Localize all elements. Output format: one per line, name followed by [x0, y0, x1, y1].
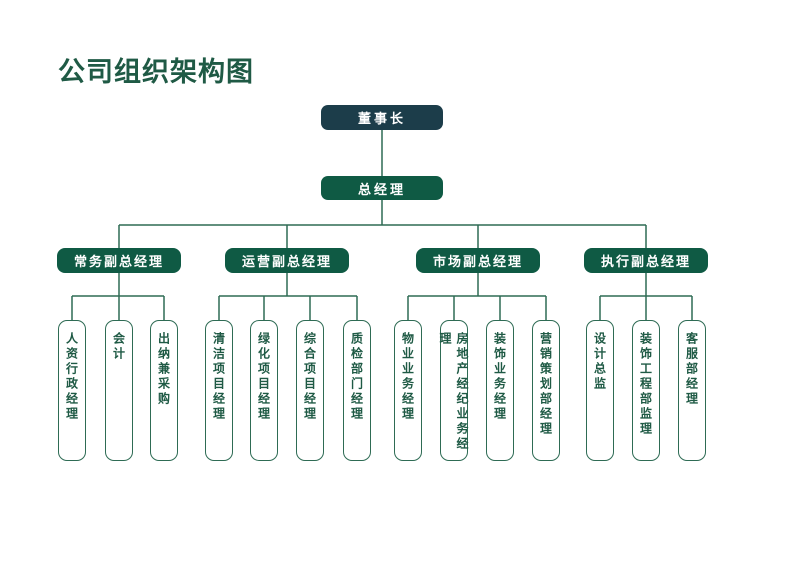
vp-label: 运营副总经理	[241, 255, 332, 270]
dept-label: 装饰工程部监理	[638, 332, 653, 437]
vp-node-executive: 常务副总经理	[57, 248, 181, 273]
dept-box: 装饰工程部监理	[632, 320, 660, 461]
dept-label: 物业业务经理	[400, 332, 415, 422]
dept-box: 质检部门经理	[343, 320, 371, 461]
dept-box: 清洁项目经理	[205, 320, 233, 461]
dept-label: 房地产经纪业务经理	[438, 332, 469, 452]
chairman-label: 董事长	[357, 112, 406, 127]
dept-box: 装饰业务经理	[486, 320, 514, 461]
vp-node-marketing: 市场副总经理	[416, 248, 540, 273]
dept-box: 综合项目经理	[296, 320, 324, 461]
dept-label: 装饰业务经理	[492, 332, 507, 422]
dept-label: 出纳兼采购	[156, 332, 171, 407]
dept-box: 绿化项目经理	[250, 320, 278, 461]
dept-box: 会计	[105, 320, 133, 461]
dept-label: 综合项目经理	[302, 332, 317, 422]
dept-label: 营销策划部经理	[538, 332, 553, 437]
general-manager-node: 总经理	[321, 176, 443, 200]
vp-node-operations: 运营副总经理	[225, 248, 349, 273]
dept-box: 客服部经理	[678, 320, 706, 461]
vp-node-managing: 执行副总经理	[584, 248, 708, 273]
vp-label: 常务副总经理	[73, 255, 164, 270]
dept-box: 物业业务经理	[394, 320, 422, 461]
dept-label: 质检部门经理	[349, 332, 364, 422]
dept-label: 设计总监	[592, 332, 607, 392]
vp-label: 市场副总经理	[432, 255, 523, 270]
general-manager-label: 总经理	[357, 182, 406, 198]
dept-label: 会计	[111, 332, 126, 362]
dept-box: 营销策划部经理	[532, 320, 560, 461]
dept-label: 人资行政经理	[64, 332, 79, 422]
page-title: 公司组织架构图	[58, 57, 254, 88]
dept-box: 设计总监	[586, 320, 614, 461]
chairman-node: 董事长	[321, 105, 443, 130]
dept-box: 出纳兼采购	[150, 320, 178, 461]
dept-label: 绿化项目经理	[256, 332, 271, 422]
vp-label: 执行副总经理	[600, 255, 691, 270]
dept-label: 客服部经理	[684, 332, 699, 407]
dept-box: 房地产经纪业务经理	[438, 320, 469, 461]
dept-label: 清洁项目经理	[211, 332, 226, 422]
dept-box: 人资行政经理	[58, 320, 86, 461]
